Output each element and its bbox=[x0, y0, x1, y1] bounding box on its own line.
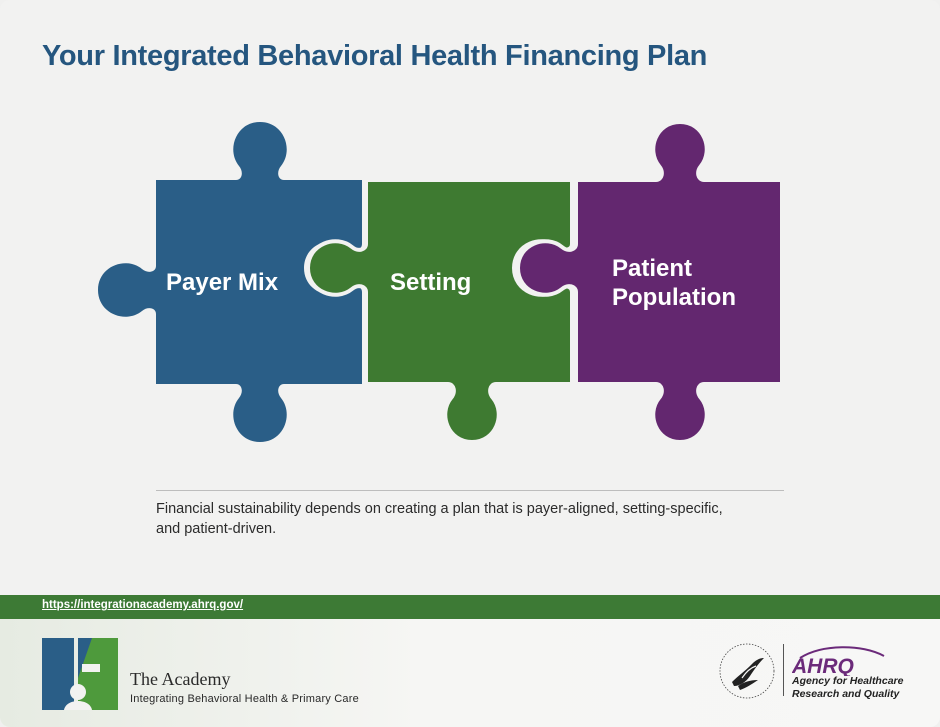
url-bar: https://integrationacademy.ahrq.gov/ bbox=[0, 595, 940, 619]
academy-subtitle: Integrating Behavioral Health & Primary … bbox=[130, 693, 359, 705]
caption: Financial sustainability depends on crea… bbox=[156, 499, 796, 539]
puzzle-piece-payer-mix bbox=[98, 122, 362, 442]
academy-name: The Academy bbox=[130, 669, 231, 689]
patient-label-line1: Patient bbox=[612, 255, 693, 282]
divider bbox=[156, 490, 784, 491]
ahrq-name-line1: Agency for Healthcare bbox=[792, 675, 904, 687]
ahrq-wordmark: AHRQ bbox=[792, 655, 854, 676]
payer-mix-label: Payer Mix bbox=[166, 269, 279, 296]
academy-url-link[interactable]: https://integrationacademy.ahrq.gov/ bbox=[42, 599, 244, 611]
puzzle-piece-setting bbox=[305, 178, 574, 445]
ahrq-logo-icon: AHRQ bbox=[792, 646, 885, 676]
hhs-seal-icon bbox=[719, 643, 775, 699]
academy-logo-icon bbox=[42, 638, 118, 710]
page-title: Your Integrated Behavioral Health Financ… bbox=[42, 40, 708, 72]
caption-line1: Financial sustainability depends on crea… bbox=[156, 501, 723, 517]
puzzle-graphic bbox=[98, 119, 784, 445]
caption-line2: and patient-driven. bbox=[156, 521, 277, 537]
logo-separator bbox=[783, 644, 784, 696]
patient-population-label: Patient Population bbox=[612, 254, 782, 312]
patient-label-line2: Population bbox=[612, 284, 736, 311]
setting-label: Setting bbox=[390, 269, 472, 296]
ahrq-name-line2: Research and Quality bbox=[792, 688, 900, 700]
puzzle-piece-patient-population bbox=[515, 119, 784, 445]
